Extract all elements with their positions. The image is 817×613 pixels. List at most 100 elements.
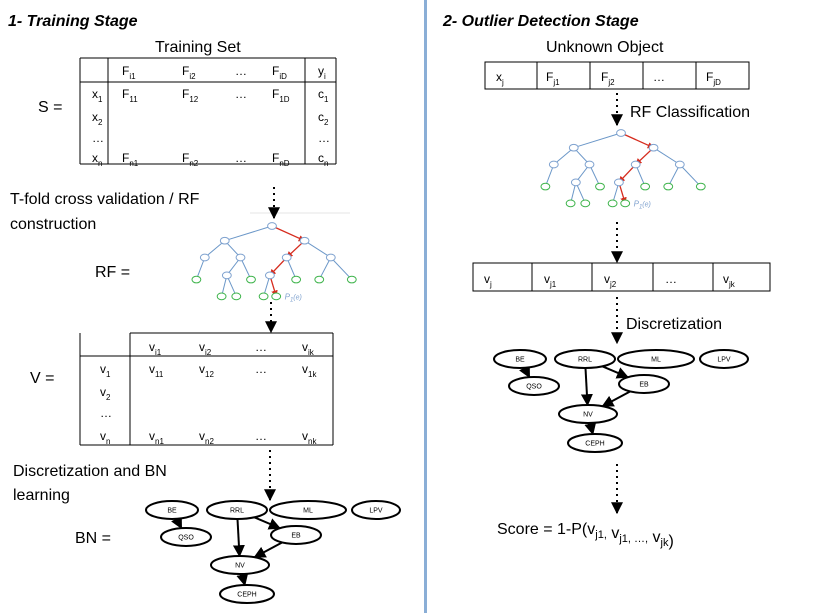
leaf-probability-label: P1(e) <box>285 293 302 304</box>
v-cell: v1k <box>302 362 317 379</box>
object-row-cell: Fj2 <box>601 70 615 87</box>
s-row-label: x1 <box>92 87 103 104</box>
cv-label-line1: T-fold cross validation / RF <box>10 191 200 208</box>
v-row-cell: vj2 <box>604 272 617 289</box>
v-header-cell: … <box>255 340 267 354</box>
score-text: Score = 1-P(vj1, vj1, …, vjk) <box>497 521 674 550</box>
left-flow-arrows <box>264 187 280 502</box>
bn-node-be <box>145 500 199 520</box>
discretization-label: Discretization <box>626 316 722 333</box>
tree-edge <box>573 132 622 149</box>
bn-node-label: NV <box>583 412 593 419</box>
tree-node <box>219 236 230 245</box>
s-label: S = <box>38 99 62 116</box>
tree-leaf-node <box>216 292 227 301</box>
bn-node-qso <box>160 527 212 547</box>
disc-bn-label-line1: Discretization and BN <box>13 463 167 480</box>
s-row-label: xn <box>92 151 102 168</box>
tree-edge <box>679 164 702 187</box>
tree-node <box>648 143 659 152</box>
bn-node-label: EB <box>291 533 301 540</box>
bn-node-ceph <box>219 584 275 604</box>
bn-node-eb <box>270 525 322 545</box>
bn-node-ceph <box>567 433 623 453</box>
v-cell: vnk <box>302 429 317 446</box>
bn-node-rrl <box>554 349 616 369</box>
decision-path-edge <box>620 132 655 149</box>
v-matrix <box>79 332 334 446</box>
tree-leaf-node <box>620 199 631 208</box>
s-cell: F11 <box>122 87 138 104</box>
tree-node <box>199 253 210 262</box>
tree-leaf-node <box>314 275 325 284</box>
v-header-cell: vi2 <box>199 340 212 357</box>
v-cell: vn2 <box>199 429 214 446</box>
tree-leaf-node <box>607 199 618 208</box>
tree-leaf-node <box>580 199 591 208</box>
bn-label: BN = <box>75 530 111 547</box>
training-stage-title: 1- Training Stage <box>8 13 138 30</box>
v-row-label: v2 <box>100 385 111 402</box>
bn-edge <box>232 518 245 558</box>
tree-leaf-node <box>191 275 202 284</box>
tree-leaf-node <box>640 182 651 191</box>
bn-node-label: RRL <box>578 357 592 364</box>
tree-node <box>570 178 581 187</box>
v-row-label: … <box>100 406 112 420</box>
tree-node <box>548 160 559 169</box>
bn-edge <box>253 541 283 559</box>
object-row-cell: FjD <box>706 70 721 87</box>
bn-edge <box>236 573 249 587</box>
bn-node-label: LPV <box>369 508 383 515</box>
decision-path-edge <box>271 225 306 242</box>
tree-leaf-node <box>346 275 357 284</box>
bn-edge <box>580 367 593 407</box>
bn-node-eb <box>618 374 670 394</box>
v-row-cell: … <box>665 272 677 286</box>
unknown-object-label: Unknown Object <box>546 39 664 56</box>
tree-node <box>264 271 275 280</box>
tree-leaf-node <box>246 275 256 284</box>
bn-node-label: LPV <box>717 357 731 364</box>
bn-node-label: BE <box>167 508 177 515</box>
s-cell: cn <box>318 151 328 168</box>
bn-node-label: RRL <box>230 508 244 515</box>
tree-leaf-node <box>291 275 302 284</box>
tree-leaf-node <box>663 182 674 191</box>
v-row-cell: vjk <box>723 272 736 289</box>
tree-edge <box>653 147 681 165</box>
tree-node <box>584 160 595 169</box>
rf-tree-left: P1(e) <box>191 222 357 304</box>
bn-node-label: QSO <box>526 384 542 391</box>
bn-node-label: ML <box>651 357 661 364</box>
tree-edge <box>635 164 646 187</box>
tree-node <box>616 129 626 137</box>
outlier-stage-title: 2- Outlier Detection Stage <box>442 13 639 30</box>
bn-node-ml <box>269 500 347 520</box>
bn-edge <box>601 365 629 379</box>
s-cell: c2 <box>318 110 329 127</box>
bn-node-label: QSO <box>178 535 194 542</box>
leaf-probability-label: P1(e) <box>634 200 651 211</box>
bn-edge <box>601 390 631 408</box>
tree-node <box>674 160 685 169</box>
v-row-label: v1 <box>100 362 111 379</box>
tree-edge <box>224 225 273 242</box>
s-cell: … <box>235 151 247 165</box>
bn-edge <box>253 516 281 530</box>
bn-node-be <box>493 349 547 369</box>
tree-leaf-node <box>565 199 576 208</box>
v-header-cell: vi1 <box>149 340 162 357</box>
tree-leaf-node <box>695 182 706 191</box>
s-row-label: … <box>92 131 104 145</box>
v-cell: v11 <box>149 362 164 379</box>
tree-leaf-node <box>258 292 269 301</box>
tree-leaf-node <box>595 182 605 191</box>
tree-node <box>267 222 277 230</box>
tree-leaf-node <box>540 182 551 191</box>
s-header-cell: FiD <box>272 64 287 81</box>
